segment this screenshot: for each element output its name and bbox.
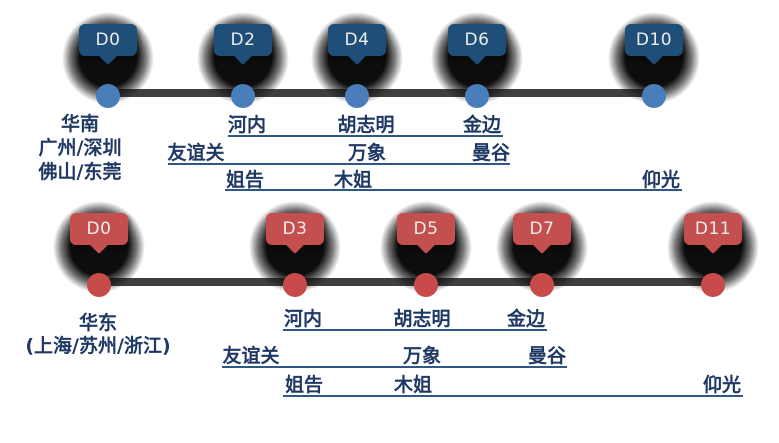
timeline-dot [345,84,369,108]
day-badge-label: D3 [282,219,308,239]
timeline-dot [87,273,111,297]
stop-label-ho-chi-minh: 胡志明 [393,308,451,330]
row3-leader-line [225,189,682,191]
day-badge: D6 [448,24,506,65]
stop-label-phnom-penh: 金边 [506,308,546,330]
day-badge: D0 [70,213,128,254]
day-badge-label: D5 [413,219,439,239]
day-badge-label: D0 [95,30,121,50]
day-badge: D3 [266,213,324,254]
timeline-node-d6: D6 [431,12,523,108]
timeline-dot [465,84,489,108]
day-badge: D10 [625,24,683,65]
stop-label-yangon: 仰光 [702,374,742,396]
stop-label-phnom-penh: 金边 [462,114,502,136]
day-badge-label: D11 [694,219,732,239]
stop-label-jiegao: 姐告 [284,374,324,396]
day-badge-label: D10 [635,30,673,50]
day-badge-label: D6 [464,30,490,50]
stop-label-ho-chi-minh: 胡志明 [337,114,395,136]
stop-label-youyiguan: 友谊关 [167,142,225,164]
timeline-node-d10: D10 [608,12,700,108]
day-badge: D7 [513,213,571,254]
row2-leader-line [168,163,510,165]
stop-label-hanoi: 河内 [283,308,323,330]
origin-label-east-china: 华东 (上海/苏州/浙江) [25,312,171,357]
timeline-node-d7: D7 [496,201,588,297]
timeline-node-d11: D11 [667,201,759,297]
row1-leader-line [283,329,547,331]
stop-label-vientiane: 万象 [347,142,387,164]
timeline-dot [414,273,438,297]
timeline-dot [231,84,255,108]
timeline-dot [530,273,554,297]
stop-label-muse: 木姐 [333,169,373,191]
day-badge-label: D4 [344,30,370,50]
stop-label-hanoi: 河内 [227,114,267,136]
row2-leader-line [222,366,567,368]
day-badge-label: D7 [529,219,555,239]
timeline-node-d0: D0 [62,12,154,108]
day-badge-label: D2 [230,30,256,50]
row3-leader-line [283,395,743,397]
stop-label-jiegao: 姐告 [225,169,265,191]
timeline-node-d3: D3 [249,201,341,297]
timeline-dot [642,84,666,108]
stop-label-vientiane: 万象 [402,345,442,367]
timeline-dot [283,273,307,297]
stop-label-muse: 木姐 [393,374,433,396]
row1-leader-line [228,135,503,137]
stop-label-youyiguan: 友谊关 [222,345,280,367]
day-badge: D5 [397,213,455,254]
stop-label-bangkok: 曼谷 [527,345,567,367]
timeline-node-d4: D4 [311,12,403,108]
day-badge: D2 [214,24,272,65]
day-badge: D0 [79,24,137,65]
stop-label-yangon: 仰光 [641,169,681,191]
timeline-dot [96,84,120,108]
stop-label-bangkok: 曼谷 [471,142,511,164]
day-badge-label: D0 [86,219,112,239]
day-badge: D4 [328,24,386,65]
origin-label-south-china: 华南 广州/深圳 佛山/东莞 [38,113,122,183]
timeline-node-d5: D5 [380,201,472,297]
day-badge: D11 [684,213,742,254]
timeline-node-d0: D0 [53,201,145,297]
timeline-dot [701,273,725,297]
timeline-node-d2: D2 [197,12,289,108]
